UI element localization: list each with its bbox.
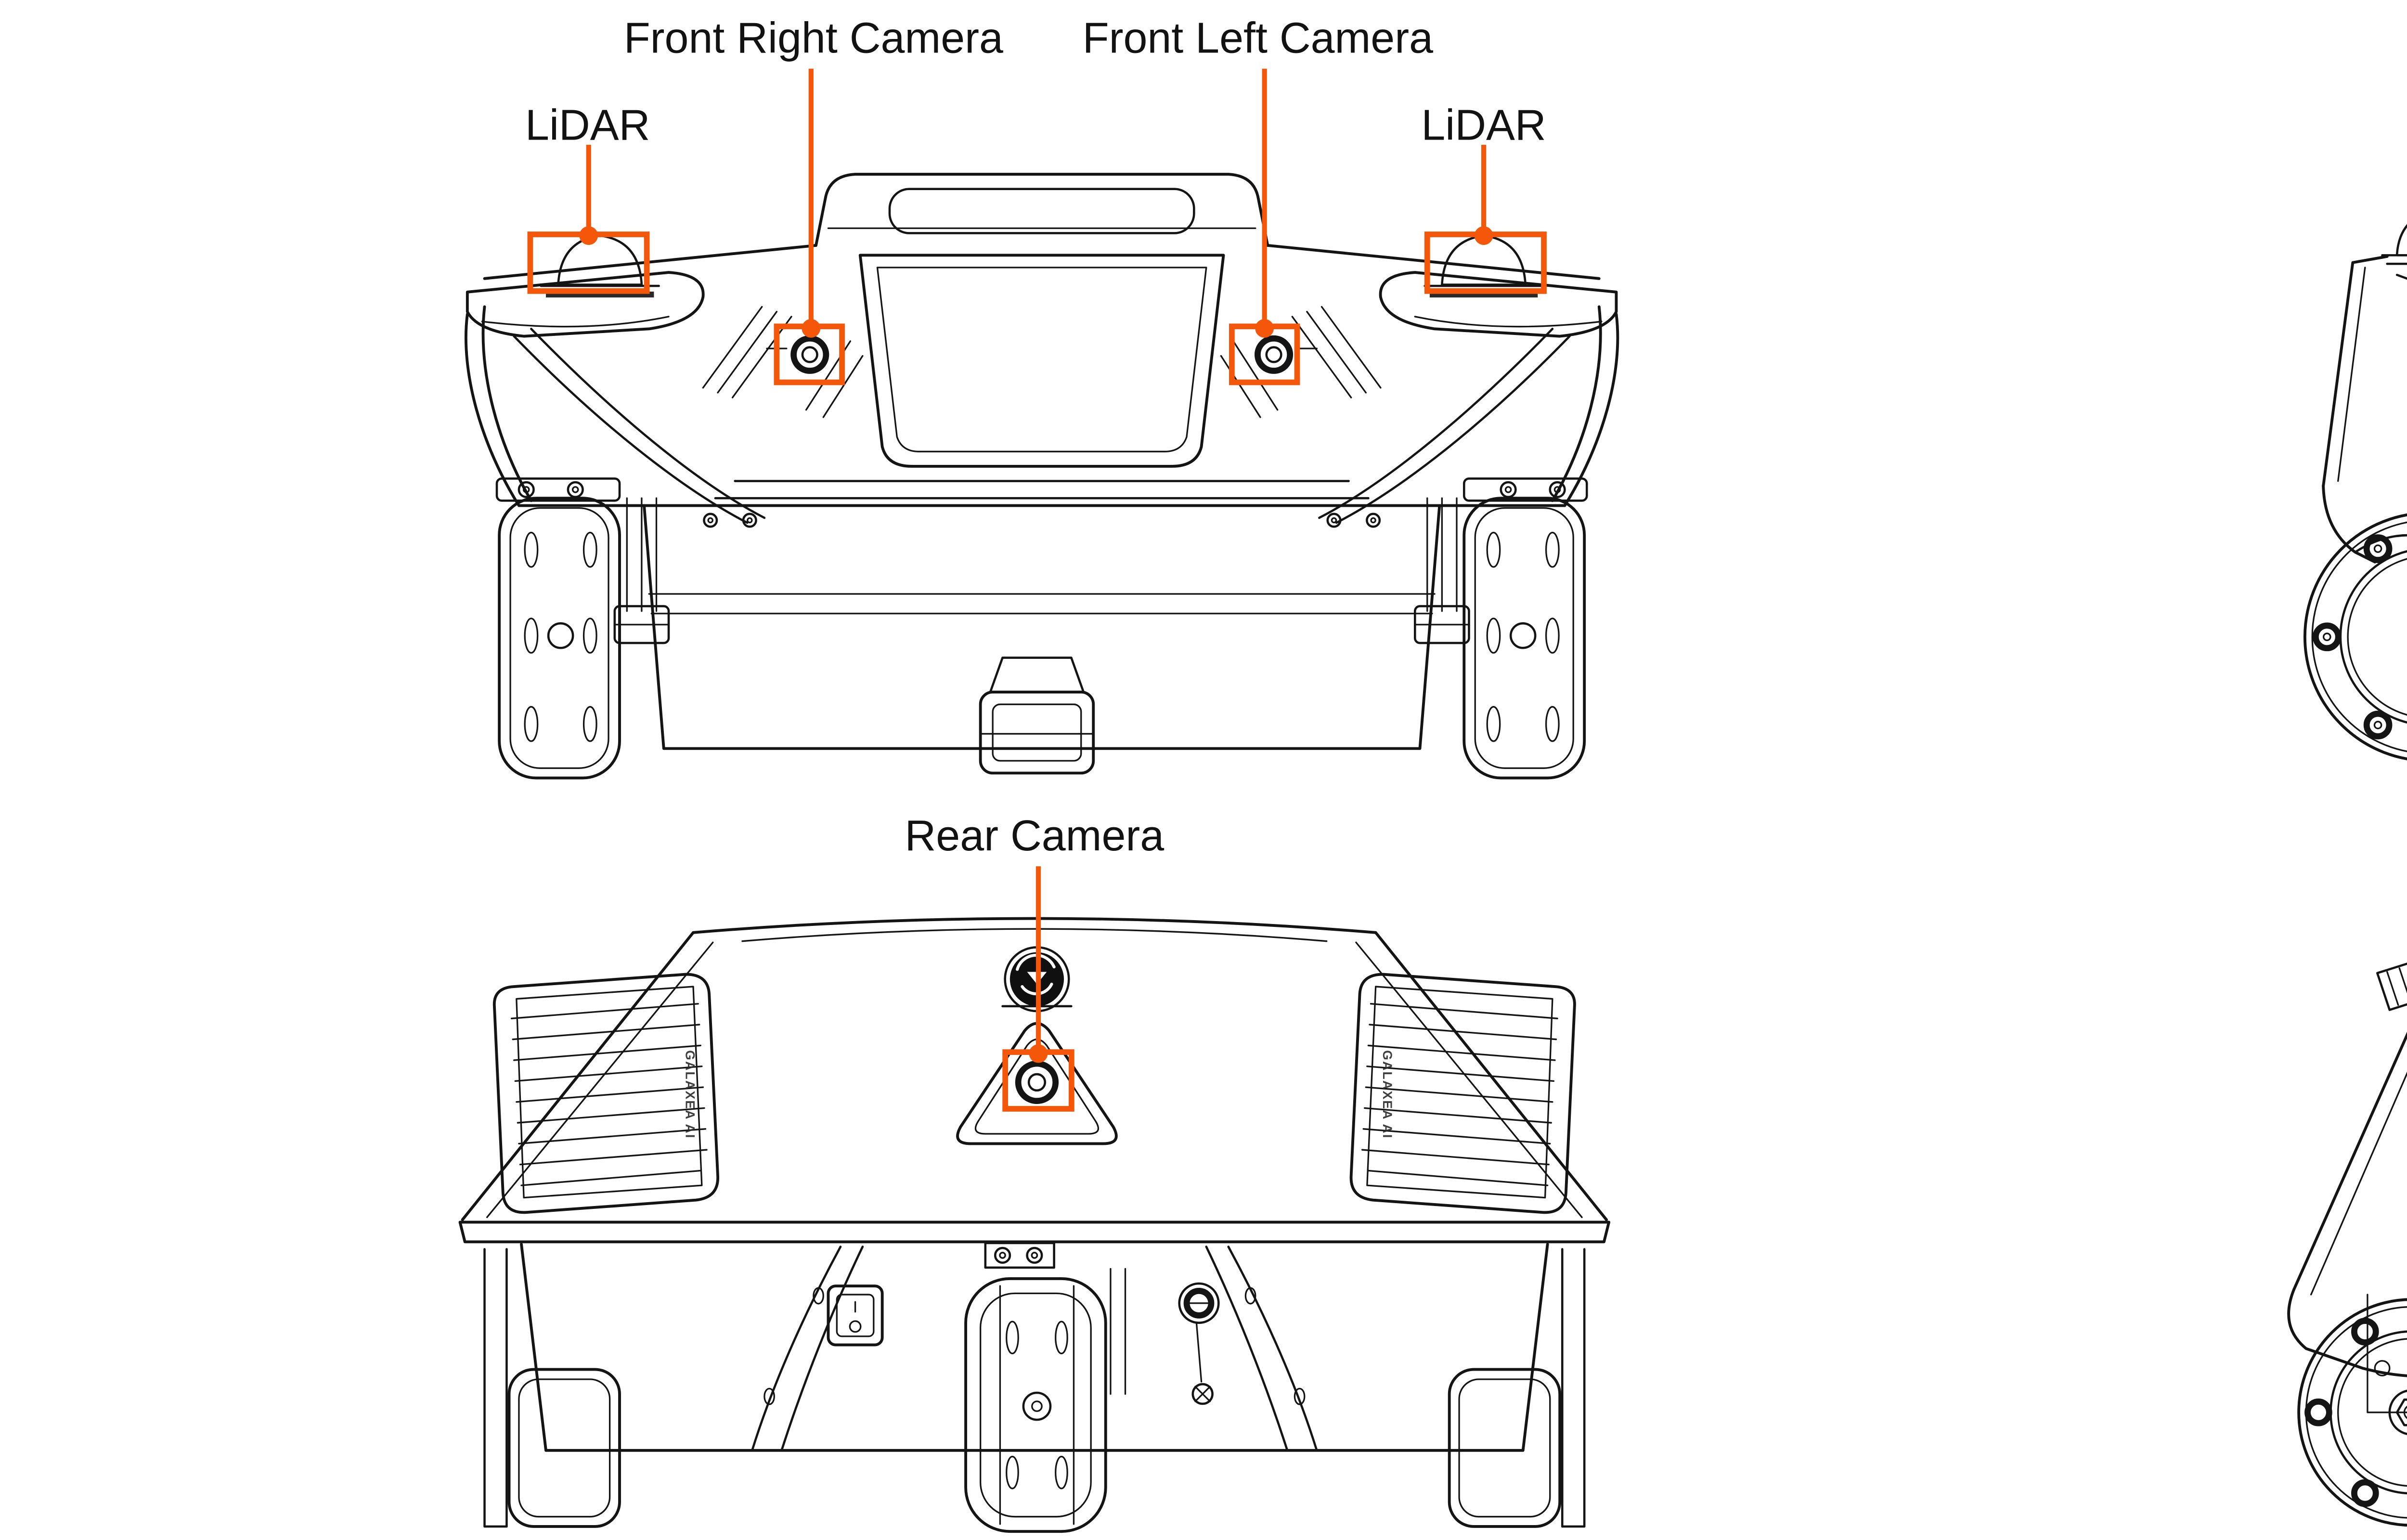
annotations <box>527 68 1547 1112</box>
grille-brand-text-rear-left: GALAXEA AI <box>683 1050 698 1139</box>
rear-camera-annotation <box>1002 866 1074 1112</box>
lidar-left-highlight-box <box>527 231 650 294</box>
rear-camera-highlight-box <box>1002 1049 1074 1112</box>
rear-view-left-half <box>463 933 863 1527</box>
lidar-right-highlight-box <box>1424 231 1547 294</box>
front-right-camera-annotation <box>774 68 845 385</box>
right-side-view-drawing: GALAXEA AI <box>2289 922 2407 1530</box>
rear-view-drawing: GALAXEA AI GALAXEA AI <box>458 917 1611 1533</box>
front-chassis <box>643 504 1441 750</box>
front-view-drawing <box>466 173 1618 778</box>
grille-brand-text-rear-right: GALAXEA AI <box>1380 1050 1395 1139</box>
rear-caster-assembly <box>964 1242 1220 1533</box>
rear-camera-lens <box>1015 1060 1059 1104</box>
label-front-right-camera: Front Right Camera <box>624 14 1003 63</box>
label-lidar-left: LiDAR <box>525 102 650 150</box>
labels: LiDAR Front Right Camera Front Left Came… <box>525 14 1546 860</box>
lidar-left-annotation <box>527 144 650 294</box>
lidar-right-annotation <box>1424 144 1547 294</box>
front-right-camera-highlight-box <box>774 323 845 385</box>
front-left-camera-annotation <box>1229 68 1300 385</box>
front-center-caster <box>979 656 1095 775</box>
left-side-view-drawing: GALAXEA AI <box>2305 152 2407 761</box>
left-side-body <box>2305 152 2407 761</box>
rear-power-switch <box>827 1284 884 1347</box>
rear-view-right-half <box>1206 933 1606 1527</box>
right-side-body <box>2289 922 2407 1530</box>
label-lidar-right: LiDAR <box>1421 102 1546 150</box>
front-left-camera-highlight-box <box>1229 323 1300 385</box>
label-rear-camera: Rear Camera <box>905 812 1165 860</box>
label-front-left-camera: Front Left Camera <box>1083 14 1433 63</box>
front-handle <box>815 173 1269 247</box>
front-windshield <box>858 254 1225 468</box>
